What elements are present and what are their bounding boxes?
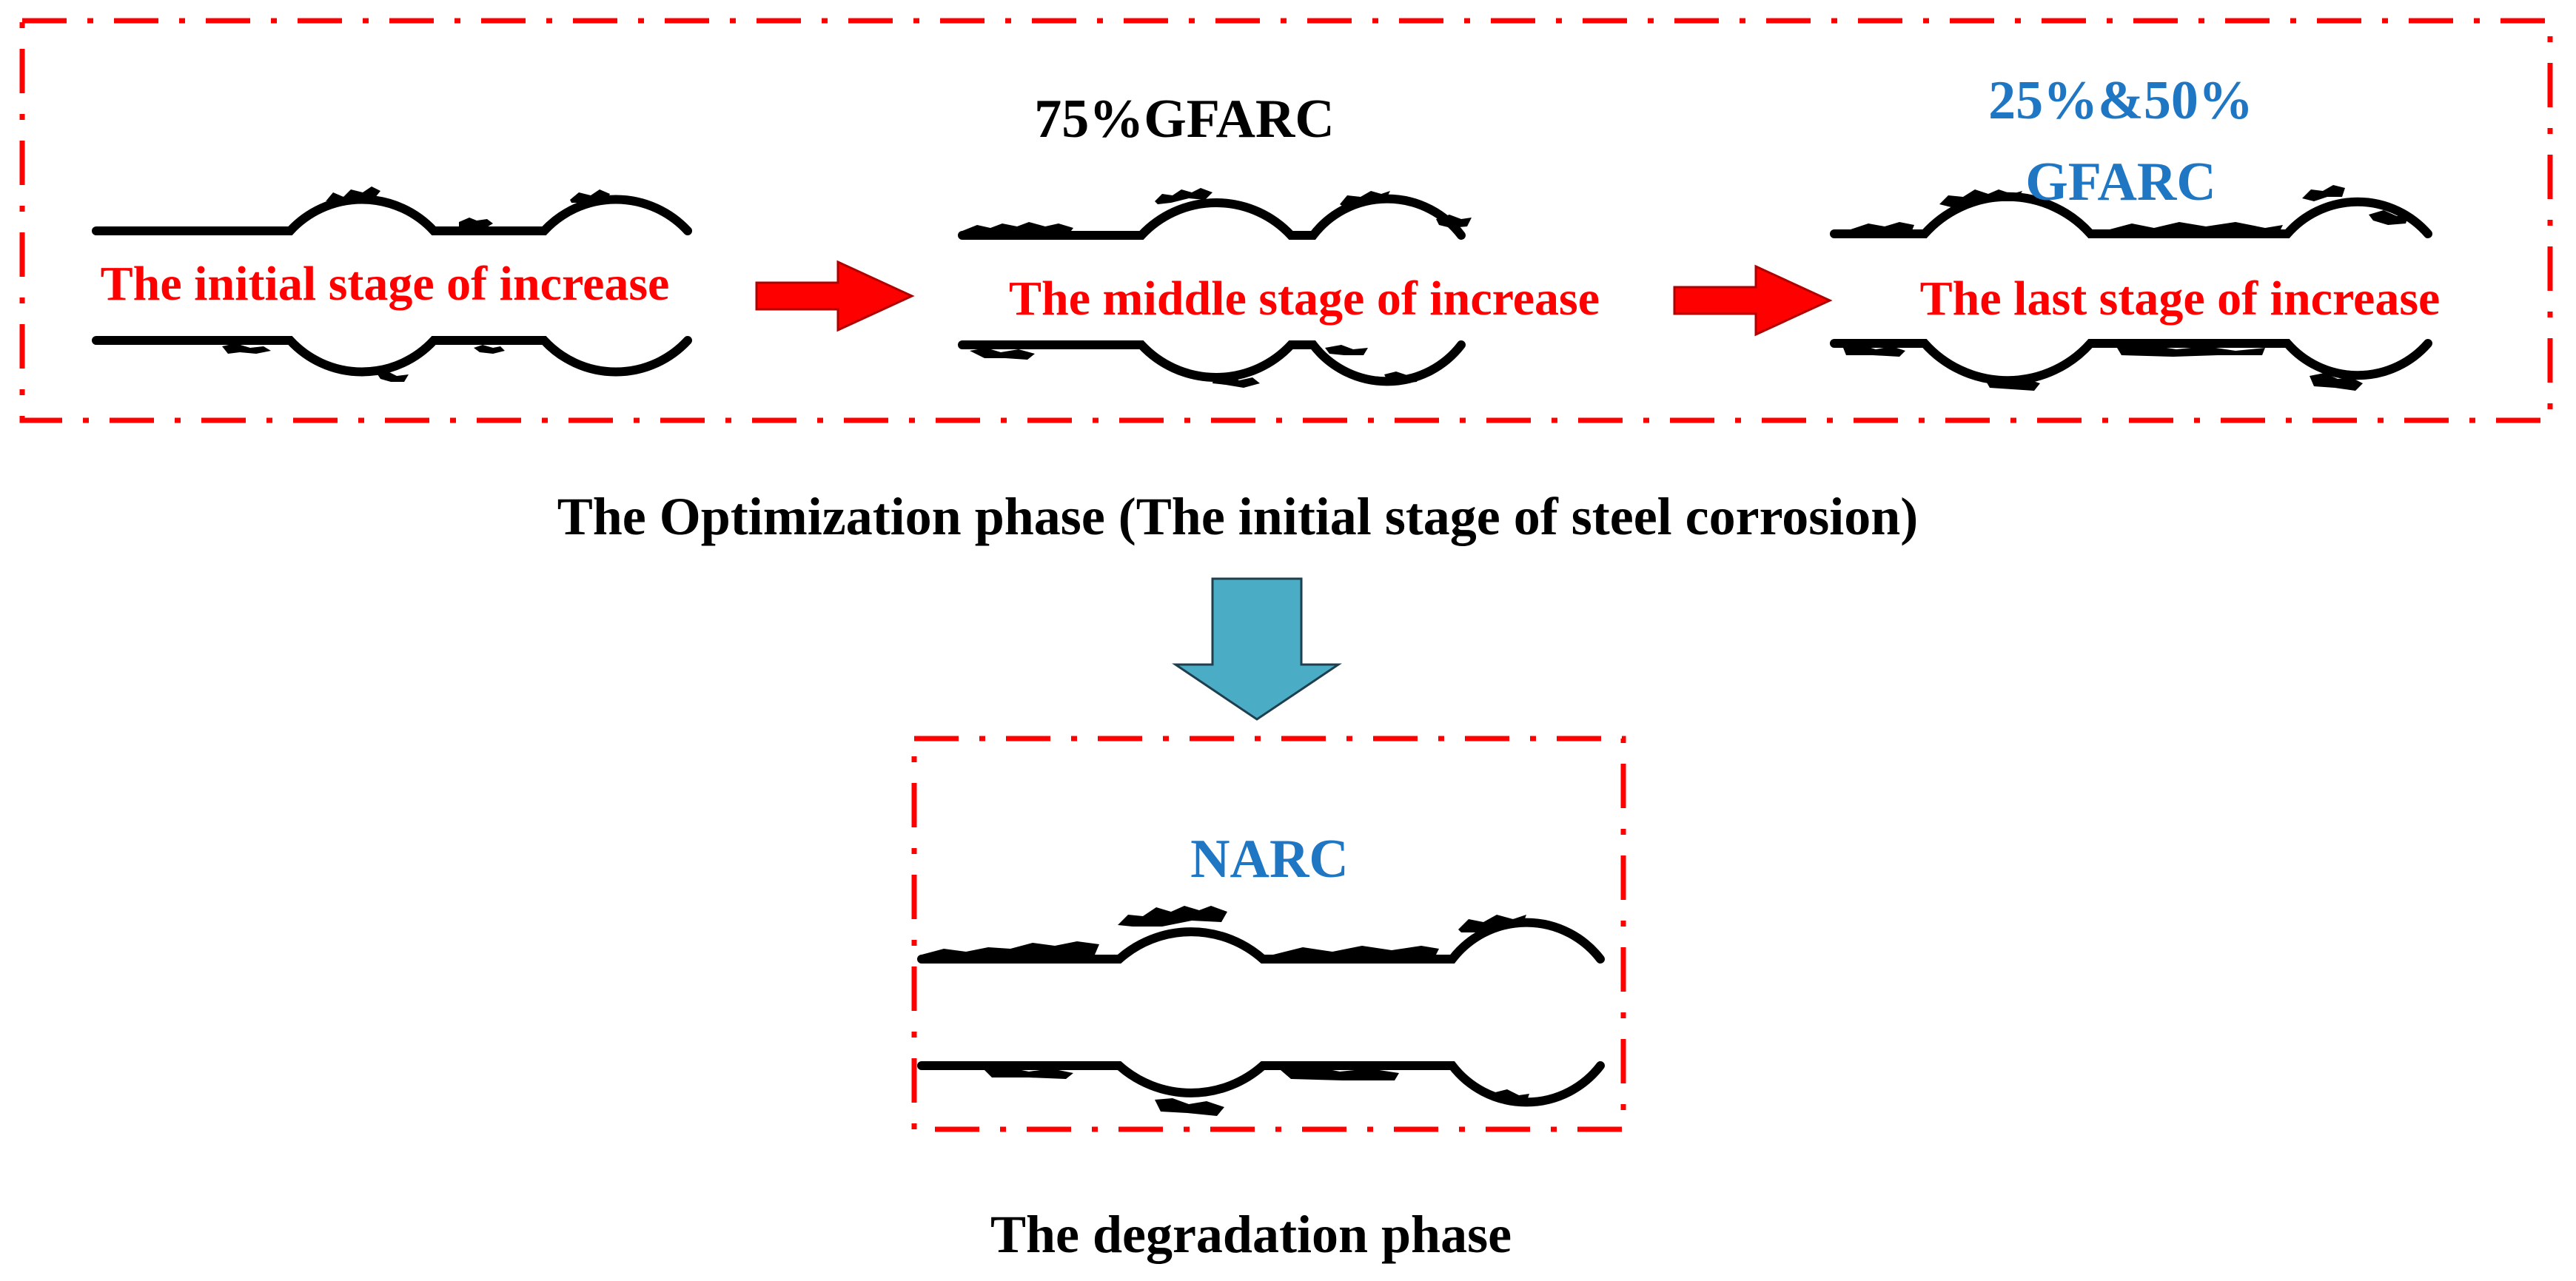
rebar-stage-3 (1830, 185, 2432, 391)
stage-arrow-1 (755, 260, 915, 332)
stage-arrow-2 (1673, 264, 1833, 337)
rebar-degradation (917, 906, 1605, 1116)
stage-label-last: The last stage of increase (1920, 272, 2441, 326)
degradation-phase-caption: The degradation phase (990, 1205, 1512, 1264)
rebar-stage-2 (958, 188, 1472, 388)
optimization-phase-box (19, 18, 2553, 423)
group-label-25-50-line2: GFARC (2025, 152, 2216, 212)
phase-transition-arrow (1172, 577, 1342, 721)
stage-label-initial: The initial stage of increase (101, 257, 670, 311)
rebar-stage-1 (92, 186, 692, 382)
group-label-narc: NARC (1190, 829, 1349, 890)
group-label-25-50-line1: 25%&50% (1988, 70, 2253, 131)
stage-label-middle: The middle stage of increase (1009, 272, 1600, 326)
optimization-phase-caption: The Optimization phase (The initial stag… (557, 487, 1919, 546)
group-label-75-gfarc: 75%GFARC (1034, 89, 1335, 149)
